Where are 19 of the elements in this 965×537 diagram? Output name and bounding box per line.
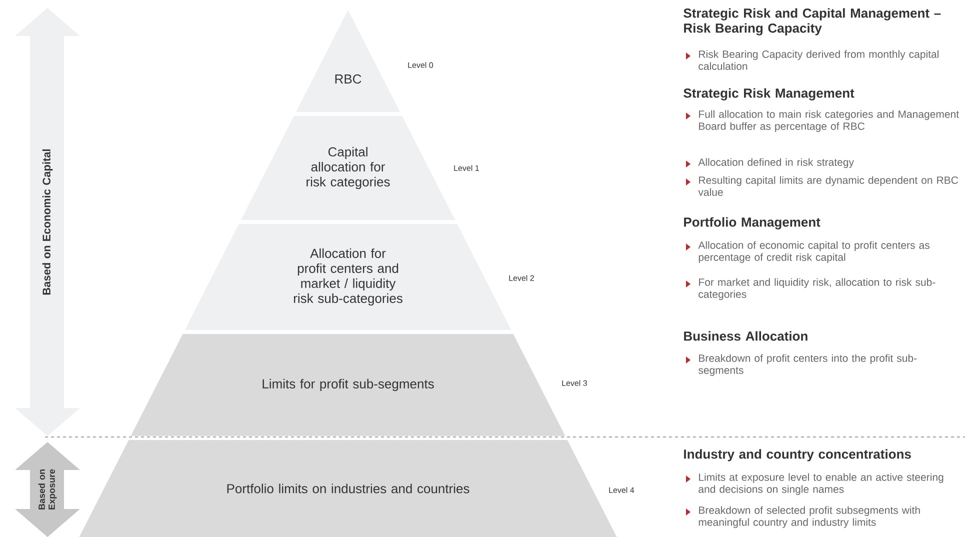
section-heading: Business Allocation	[684, 331, 808, 341]
bullet-item: Breakdown of profit centers into the profit sub-segments	[686, 354, 917, 376]
section-heading: Strategic Risk Management	[684, 88, 854, 100]
section-heading: Industry and country concentrations	[684, 449, 911, 462]
bullet-item: Allocation of economic capital to profit centers as percentage of credit risk capital	[686, 241, 930, 263]
level-label: Level 0	[408, 62, 434, 68]
pyramid-level: RBC	[296, 10, 400, 112]
bullet-item: Risk Bearing Capacity derived from monthly capital calculation	[686, 50, 938, 70]
level-label: Level 1	[454, 165, 479, 171]
bullet-item: Allocation defined in risk strategy	[686, 158, 854, 168]
bullet-item: Full allocation to main risk categories and Management Board buffer as percentage of RBC	[686, 110, 959, 132]
bullet-item: Breakdown of selected profit subsegments with meaningful country and industry limits	[686, 506, 920, 528]
pyramid-level: Capital allocation for risk categories	[240, 116, 456, 220]
bullet-item: For market and liquidity risk, allocation to risk sub-categories	[686, 278, 936, 300]
level-label: Level 2	[509, 275, 534, 281]
section-heading: Portfolio Management	[684, 217, 820, 230]
section-heading: Strategic Risk and Capital Management – Risk Bearing Capacity	[684, 8, 941, 36]
bullet-item: Resulting capital limits are dynamic dependent on RBC value	[686, 176, 958, 196]
bullet-item: Limits at exposure level to enable an active steering and decisions on single names	[686, 473, 944, 495]
